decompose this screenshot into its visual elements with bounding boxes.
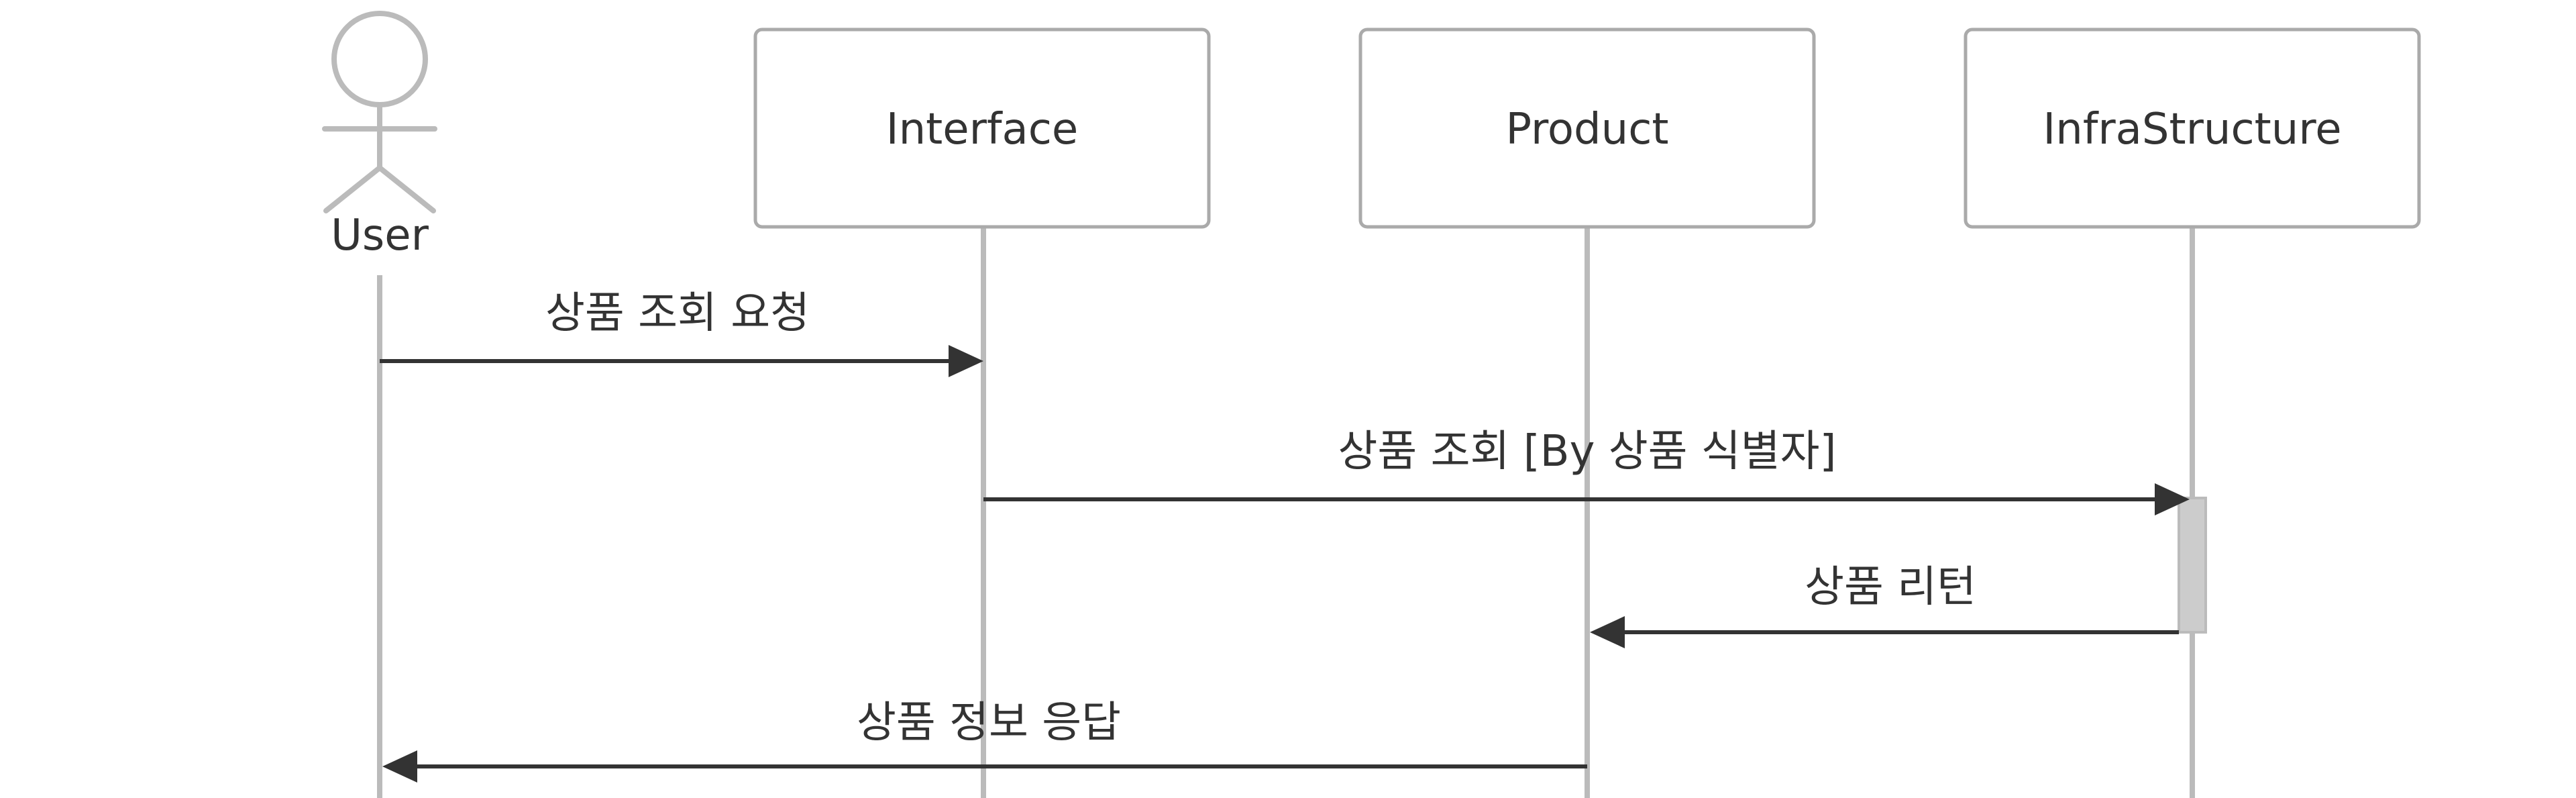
message-label: 상품 조회 [By 상품 식별자]: [1338, 427, 1836, 477]
message-response: 상품 정보 응답: [382, 698, 1587, 783]
arrowhead-icon: [949, 345, 983, 377]
message-label: 상품 조회 요청: [545, 289, 810, 338]
participant-label-product: Product: [1506, 105, 1669, 154]
participant-interface: Interface: [753, 28, 1211, 229]
participant-label-interface: Interface: [886, 105, 1079, 154]
participant-label-infrastructure: InfraStructure: [2043, 105, 2341, 154]
arrowhead-icon: [1590, 616, 1625, 648]
participant-infrastructure: InfraStructure: [1964, 28, 2421, 229]
arrowhead-icon: [382, 750, 417, 783]
activation-bar: [2178, 497, 2207, 634]
message-query-by-id: 상품 조회 [By 상품 식별자]: [983, 427, 2190, 515]
message-request: 상품 조회 요청: [380, 289, 983, 377]
message-label: 상품 리턴: [1805, 562, 1976, 612]
user-actor-icon: [322, 11, 437, 213]
participant-label-user: User: [331, 211, 429, 260]
message-label: 상품 정보 응답: [857, 698, 1121, 748]
participant-product: Product: [1358, 28, 1816, 229]
arrowhead-icon: [2155, 483, 2190, 515]
message-return-product: 상품 리턴: [1590, 562, 2179, 648]
